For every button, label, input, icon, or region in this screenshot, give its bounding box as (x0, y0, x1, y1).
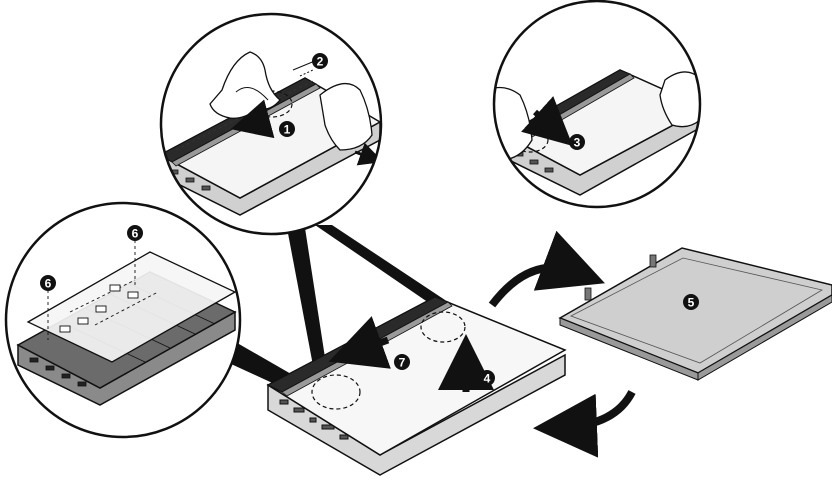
callout-6-top: 6 (127, 225, 143, 241)
svg-text:7: 7 (399, 356, 406, 370)
zoom-circle-1 (159, 12, 383, 236)
callout-3: 3 (569, 134, 585, 150)
callout-5: 5 (683, 294, 699, 310)
svg-text:6: 6 (45, 277, 52, 291)
svg-text:1: 1 (284, 123, 291, 137)
callout-6-left: 6 (40, 275, 56, 291)
callout-7: 7 (394, 354, 410, 370)
callout-1: 1 (279, 121, 295, 137)
rotate-arrows (488, 230, 636, 458)
svg-text:3: 3 (574, 136, 581, 150)
main-laptop (266, 296, 567, 476)
svg-text:5: 5 (688, 296, 695, 310)
svg-text:6: 6 (132, 227, 139, 241)
zoom-circle-2 (492, 0, 702, 209)
callout-2: 2 (312, 53, 328, 69)
svg-text:4: 4 (484, 372, 491, 386)
callout-4: 4 (479, 370, 495, 386)
svg-text:2: 2 (317, 55, 324, 69)
removed-cover (558, 247, 832, 381)
zoom-circle-3 (4, 201, 242, 439)
